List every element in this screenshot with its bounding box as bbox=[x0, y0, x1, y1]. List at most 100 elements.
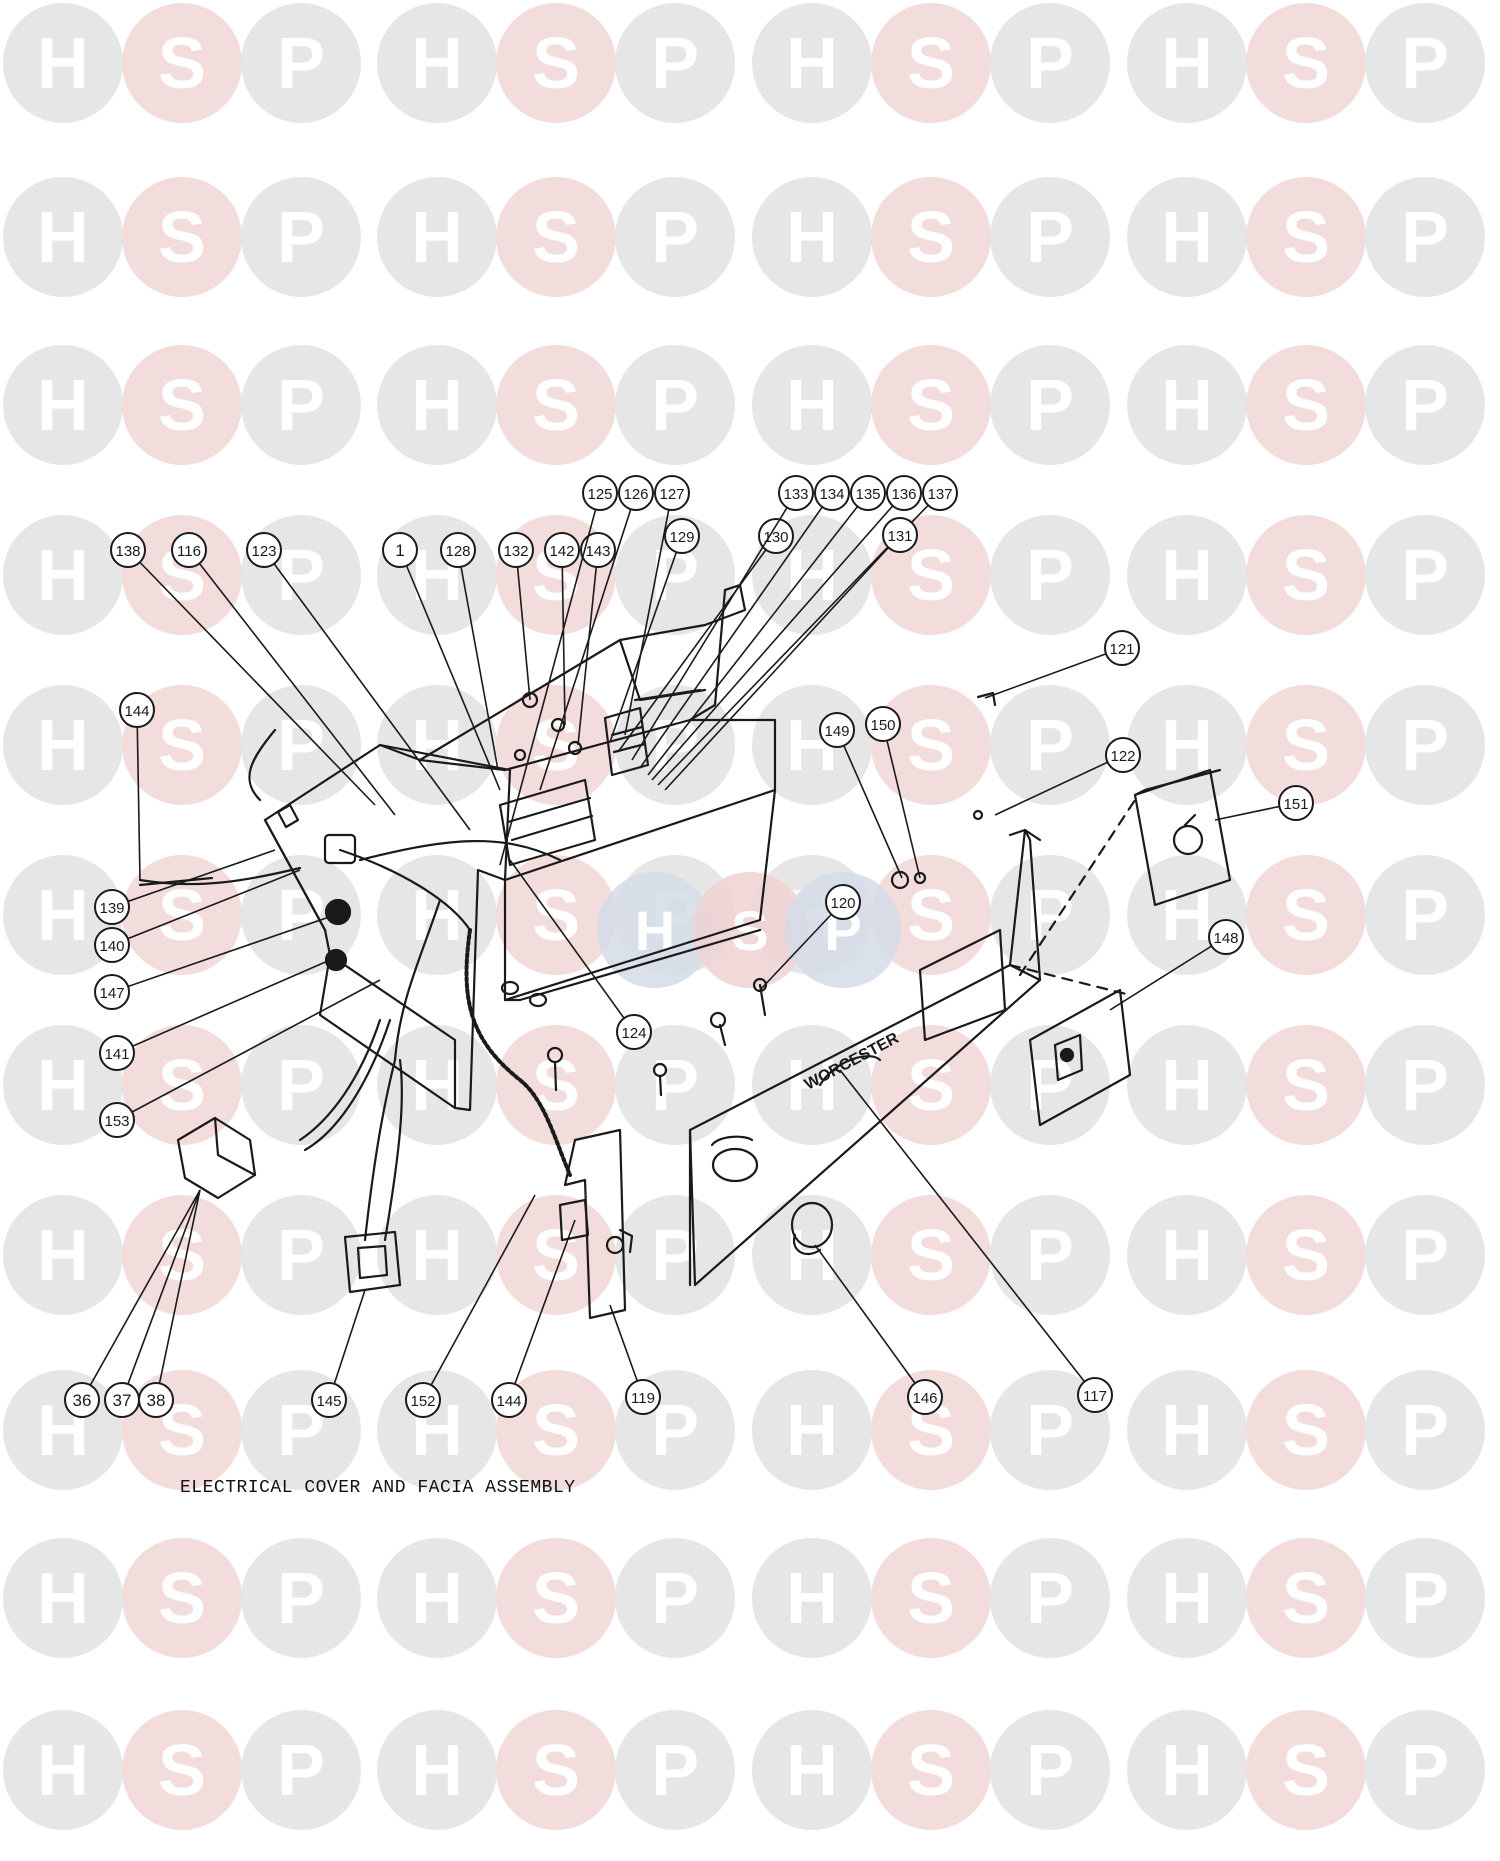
watermark-circle bbox=[990, 1025, 1110, 1145]
callout-leader-line bbox=[639, 492, 833, 769]
watermark-letter: H bbox=[411, 24, 463, 104]
watermark-letter: H bbox=[1161, 1391, 1213, 1471]
watermark-letter: P bbox=[651, 1046, 699, 1126]
watermark-letter: H bbox=[1161, 536, 1213, 616]
callout-bubble bbox=[405, 1382, 441, 1418]
callout-number: 36 bbox=[73, 1391, 92, 1410]
watermark-circle bbox=[3, 1538, 123, 1658]
callout-bubble bbox=[99, 1102, 135, 1138]
mains-plug bbox=[176, 1116, 257, 1200]
callout-bubble bbox=[886, 475, 922, 511]
callout-leader-line bbox=[515, 549, 531, 701]
watermark-circle bbox=[752, 1195, 872, 1315]
watermark-letter: H bbox=[37, 366, 89, 446]
callout-bubble bbox=[778, 475, 814, 511]
watermark-circle bbox=[1246, 1370, 1366, 1490]
callout-bubble bbox=[664, 518, 700, 554]
watermark-letter: P bbox=[651, 1731, 699, 1811]
callout-leader-line bbox=[651, 492, 905, 781]
callout-bubble bbox=[94, 927, 130, 963]
watermark-circle bbox=[1365, 3, 1485, 123]
watermark-letter: S bbox=[907, 1216, 955, 1296]
callout-number: 122 bbox=[1110, 748, 1135, 765]
watermark-letter: H bbox=[411, 1731, 463, 1811]
callout-bubble bbox=[580, 532, 616, 568]
watermark-circle bbox=[3, 515, 123, 635]
callout-leader-line bbox=[631, 492, 797, 761]
callout-number: 121 bbox=[1109, 641, 1134, 658]
watermark-letter: P bbox=[1026, 706, 1074, 786]
callout-number: 134 bbox=[819, 486, 844, 503]
watermark-circle bbox=[496, 177, 616, 297]
callout-leader-line bbox=[624, 492, 673, 736]
watermark-letter: S bbox=[907, 1731, 955, 1811]
callout-leader-line bbox=[539, 492, 637, 791]
watermark-letter: P bbox=[277, 1216, 325, 1296]
callout-leader-line bbox=[155, 1189, 201, 1401]
watermark-letter: P bbox=[277, 1731, 325, 1811]
watermark-circle bbox=[377, 1710, 497, 1830]
watermark-circle bbox=[1246, 855, 1366, 975]
watermark-circle bbox=[241, 855, 361, 975]
watermark-letter: S bbox=[532, 1731, 580, 1811]
watermark-letter: S bbox=[907, 1046, 955, 1126]
center-logo-letter: H bbox=[635, 899, 675, 962]
callout-number: 116 bbox=[177, 543, 201, 560]
watermark-letter: H bbox=[1161, 1216, 1213, 1296]
callout-bubble bbox=[491, 1382, 527, 1418]
timer-module bbox=[1133, 768, 1232, 907]
callout-leader-line bbox=[814, 1244, 926, 1398]
watermark-letter: H bbox=[1161, 366, 1213, 446]
watermark-letter: H bbox=[786, 366, 838, 446]
callout-number: 127 bbox=[659, 486, 684, 503]
watermark-circle bbox=[1246, 515, 1366, 635]
center-logo-letter: S bbox=[731, 899, 768, 962]
watermark-circle bbox=[377, 1025, 497, 1145]
watermark-circle bbox=[1127, 1538, 1247, 1658]
electrical-cover-box bbox=[263, 743, 512, 1112]
callout-number: 124 bbox=[621, 1025, 646, 1042]
callout-bubble bbox=[1077, 1377, 1113, 1413]
callout-leader-line bbox=[116, 979, 381, 1121]
watermark-circle bbox=[1246, 1538, 1366, 1658]
watermark-letter: S bbox=[1282, 198, 1330, 278]
watermark-circle bbox=[3, 1710, 123, 1830]
callout-leader-line bbox=[499, 492, 601, 866]
watermark-letter: H bbox=[37, 24, 89, 104]
watermark-letter: P bbox=[1026, 198, 1074, 278]
watermark-circle bbox=[615, 1025, 735, 1145]
watermark-circle bbox=[122, 1710, 242, 1830]
watermark-circle bbox=[1365, 515, 1485, 635]
watermark-letter: S bbox=[1282, 366, 1330, 446]
watermark-letter: P bbox=[1026, 1731, 1074, 1811]
watermark-letter: P bbox=[1026, 1559, 1074, 1639]
callout-number: 140 bbox=[99, 938, 124, 955]
callout-number: 153 bbox=[104, 1113, 129, 1130]
watermark-letter: H bbox=[786, 24, 838, 104]
watermark-letter: H bbox=[37, 706, 89, 786]
callout-number: 135 bbox=[855, 486, 880, 503]
callout-number: 38 bbox=[147, 1391, 166, 1410]
callout-leader-line bbox=[188, 549, 396, 816]
callout-leader-line bbox=[399, 549, 501, 791]
watermark-circle bbox=[990, 515, 1110, 635]
callout-leader-line bbox=[457, 549, 499, 771]
watermark-circle bbox=[1365, 1195, 1485, 1315]
callout-number: 130 bbox=[763, 529, 788, 546]
watermark-letter: P bbox=[1401, 1559, 1449, 1639]
callout-bubble bbox=[311, 1382, 347, 1418]
watermark-circle bbox=[871, 345, 991, 465]
watermark-circle bbox=[377, 1195, 497, 1315]
watermark-circle bbox=[871, 1710, 991, 1830]
watermark-circle bbox=[122, 3, 242, 123]
callout-leader-line bbox=[617, 535, 777, 753]
callout-number: 125 bbox=[587, 486, 612, 503]
watermark-letter: H bbox=[786, 1216, 838, 1296]
callout-number: 136 bbox=[891, 486, 916, 503]
wiring-harness bbox=[138, 728, 572, 1242]
watermark-letter: H bbox=[411, 198, 463, 278]
watermark-circle bbox=[1127, 1025, 1247, 1145]
dashed-alignment-2 bbox=[1008, 963, 1132, 997]
callout-number: 141 bbox=[104, 1046, 129, 1063]
watermark-letter: S bbox=[532, 366, 580, 446]
